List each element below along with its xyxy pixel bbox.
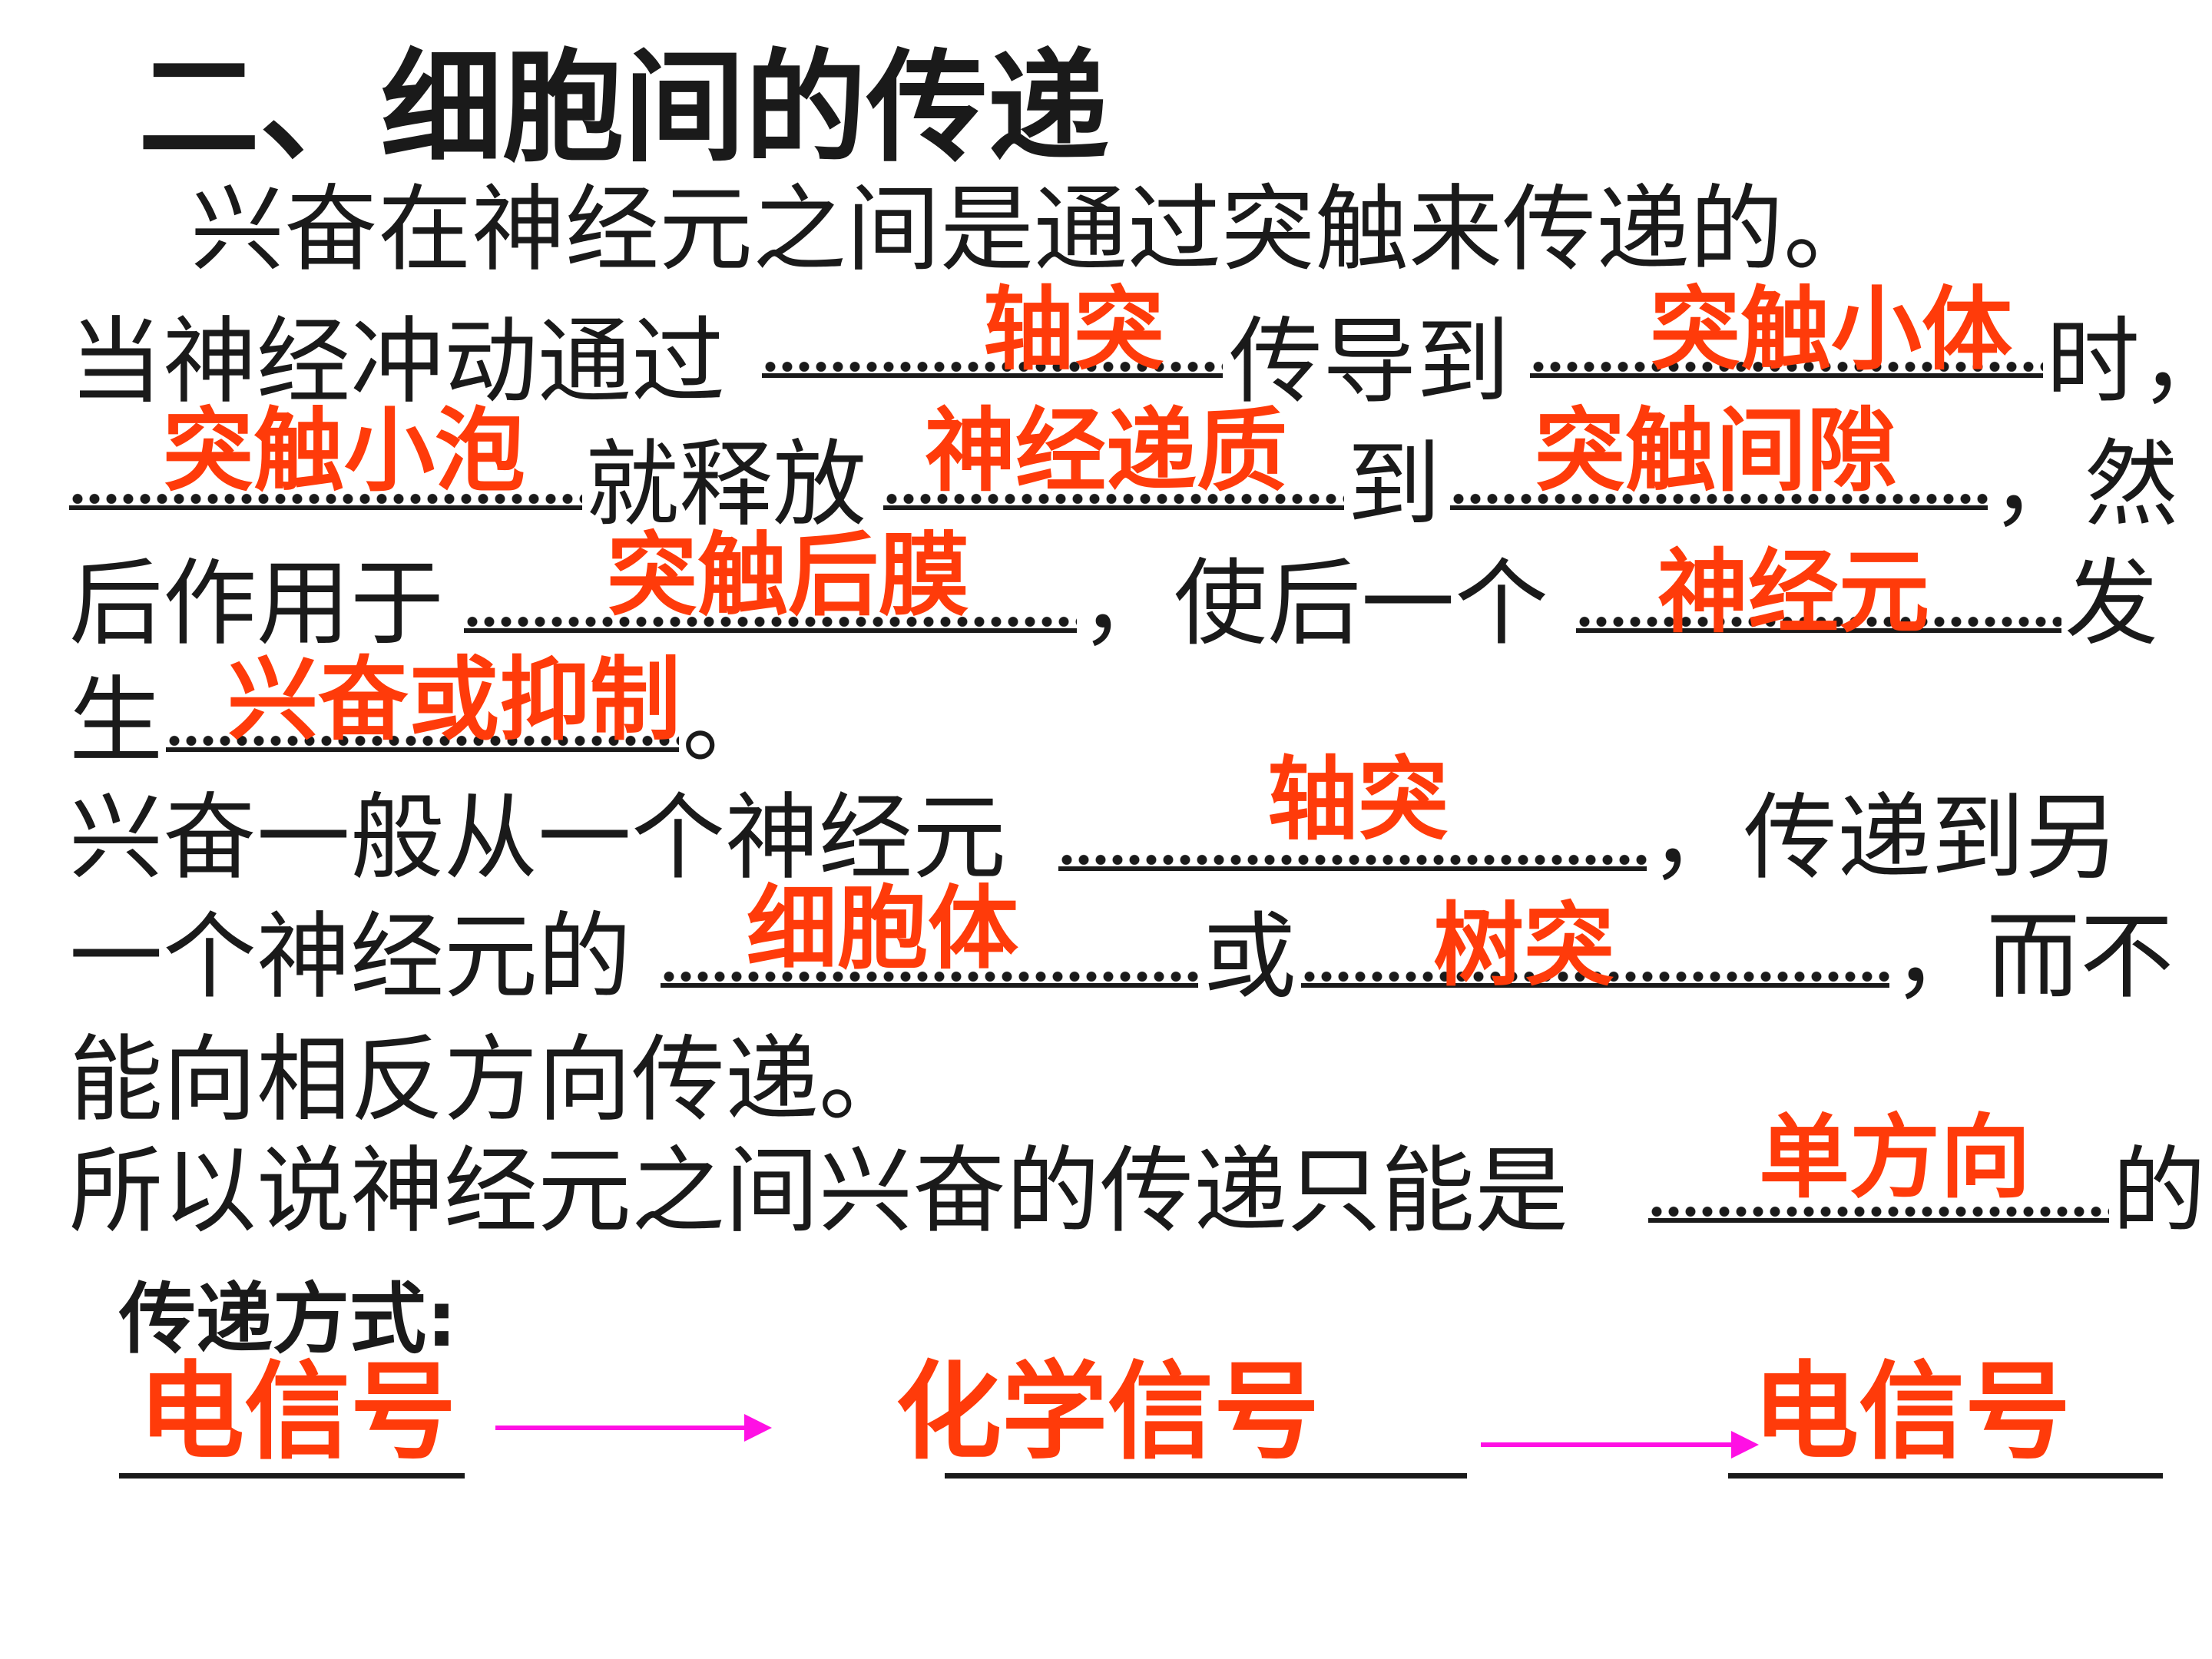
answer-synaptic-knob: 突触小体 [1650, 276, 2013, 382]
line6-text-b: 或 [1203, 902, 1296, 1012]
answer-excite-or-inhibit: 兴奋或抑制 [227, 647, 681, 753]
line6-text-c: ，而不 [1892, 902, 2174, 1012]
answer-cell-body: 细胞体 [747, 876, 1019, 982]
answer-axon-1: 轴突 [983, 276, 1165, 382]
line2-text-a: 就释放 [585, 430, 866, 539]
line3-text-b: ，使后一个 [1080, 549, 1548, 658]
answer-synaptic-vesicle: 突触小泡 [163, 398, 526, 504]
blank-neurotransmitter [883, 492, 1344, 510]
signal-underline-1 [119, 1473, 465, 1479]
page-title: 二、细胞间的传递 [138, 38, 1109, 179]
blank-axon-2 [1058, 853, 1647, 871]
answer-one-way: 单方向 [1759, 1104, 2032, 1210]
line2-text-c: ，然 [1991, 430, 2178, 539]
arrow-right-icon [1481, 1431, 1759, 1459]
answer-postsynaptic-membrane: 突触后膜 [607, 522, 970, 628]
line2-text-b: 到 [1347, 430, 1441, 539]
line3-text-a: 后作用于 [69, 549, 444, 658]
line3-text-c: 发 [2065, 549, 2158, 658]
blank-postsynaptic-membrane [464, 614, 1077, 633]
answer-synaptic-cleft: 突触间隙 [1535, 398, 1898, 504]
arrow-right-icon [495, 1414, 772, 1442]
answer-axon-2: 轴突 [1267, 747, 1449, 853]
blank-synaptic-cleft [1450, 492, 1988, 510]
answer-neurotransmitter: 神经递质 [925, 398, 1288, 504]
line8-text-b: 的 [2112, 1137, 2206, 1246]
blank-dendrite [1301, 969, 1889, 988]
signal-electrical-1: 电信号 [138, 1350, 457, 1474]
line4-text-a: 生 [69, 667, 163, 776]
blank-excite-or-inhibit [166, 733, 679, 752]
line5-text-a: 兴奋一般从一个神经元 [69, 783, 1006, 892]
signal-chemical: 化学信号 [896, 1350, 1320, 1474]
blank-one-way [1648, 1204, 2109, 1223]
signal-electrical-2: 电信号 [1753, 1350, 2071, 1474]
answer-dendrite: 树突 [1433, 892, 1615, 998]
signal-underline-3 [1728, 1473, 2163, 1479]
intro-text: 兴奋在神经元之间是通过突触来传递的。 [190, 175, 1877, 284]
blank-synaptic-knob [1530, 359, 2043, 378]
blank-synaptic-vesicle [69, 492, 582, 510]
line5-text-b: ，传递到另 [1650, 783, 2118, 892]
line1-text-b: 传导到 [1229, 307, 1510, 416]
transmission-label: 传递方式: [119, 1274, 457, 1364]
signal-underline-2 [945, 1473, 1467, 1479]
blank-axon-1 [762, 359, 1223, 378]
answer-neuron: 神经元 [1657, 539, 1930, 645]
line8-text-a: 所以说神经元之间兴奋的传递只能是 [69, 1137, 1568, 1246]
line4-text-b: 。 [682, 667, 776, 776]
line6-text-a: 一个神经元的 [69, 902, 631, 1012]
blank-cell-body [661, 969, 1198, 988]
blank-neuron [1576, 614, 2061, 633]
line1-text-c: 时， [2046, 307, 2212, 416]
line7-text: 能向相反方向传递。 [69, 1025, 912, 1134]
line1-text-a: 当神经冲动通过 [69, 307, 725, 416]
